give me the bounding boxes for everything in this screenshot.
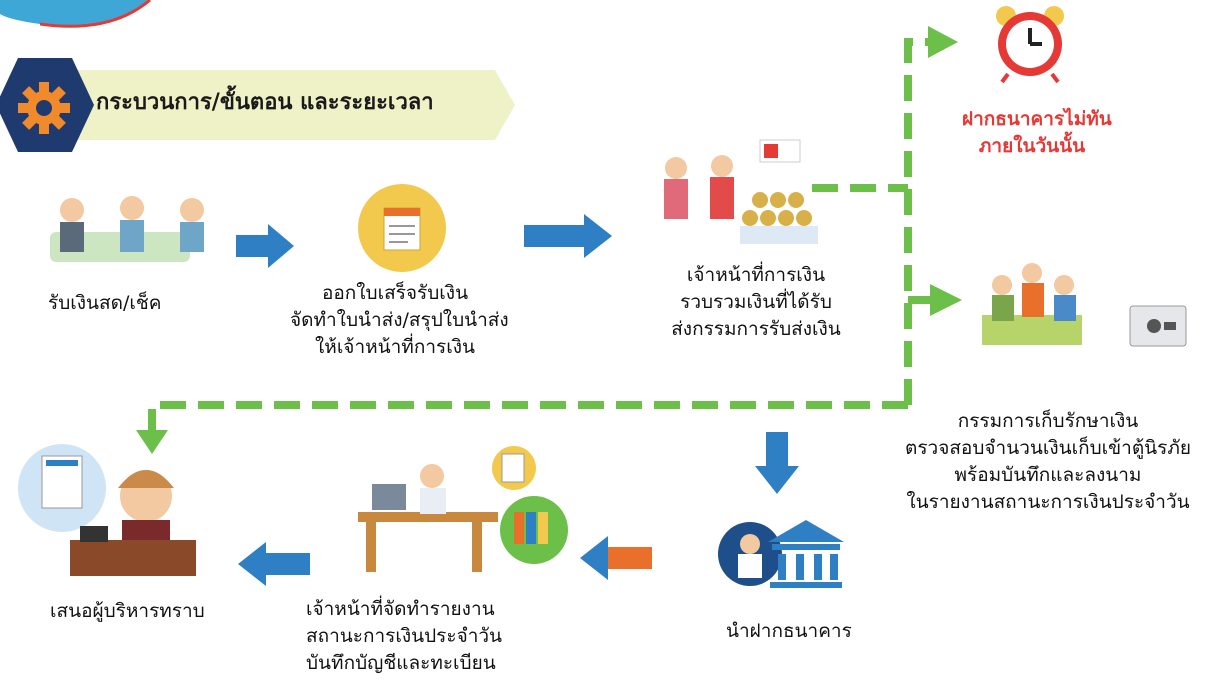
arrow-left-1 [580,536,652,580]
step-receipt-line-3: ให้เจ้าหน้าที่การเงิน [315,336,475,358]
step-report-label: เจ้าหน้าที่จัดทำรายงาน สถานะการเงินประจำ… [306,596,503,677]
step-committee-line-3: พร้อมบันทึกและลงนาม [954,464,1142,486]
staff-with-money-bags-illustration [664,139,818,244]
alarm-clock-icon [996,6,1064,84]
receipt-icon [358,184,446,272]
step-committee-label: กรรมการเก็บรักษาเงิน ตรวจสอบจำนวนเงินเก็… [888,408,1208,516]
step-late-line-2: ภายในวันนั้น [978,135,1086,157]
step-receipt-label: ออกใบเสร็จรับเงิน จัดทำใบนำส่ง/สรุปใบนำส… [290,280,509,361]
people-with-money-illustration [50,196,204,262]
step-collect-line-3: ส่งกรรมการรับส่งเงิน [671,318,841,340]
step-collect-label: เจ้าหน้าที่การเงิน รวบรวมเงินที่ได้รับ ส… [666,262,846,343]
step-collect-line-2: รวบรวมเงินที่ได้รับ [680,291,832,313]
step-receipt-line-2: จัดทำใบนำส่ง/สรุปใบนำส่ง [290,309,509,331]
step-report-line-1: เจ้าหน้าที่จัดทำรายงาน [306,598,495,620]
office-work-illustration [358,446,568,572]
page-title: กระบวนการ/ขั้นตอน และระยะเวลา [96,90,434,115]
step-receive-label: รับเงินสด/เช็ค [48,290,161,317]
step-deposit-line: นำฝากธนาคาร [726,620,852,642]
bank-icon [718,520,844,588]
step-report-line-3: บันทึกบัญชีและทะเบียน [306,652,496,674]
step-committee-line-2: ตรวจสอบจำนวนเงินเก็บเข้าตู้นิรภัย [904,437,1192,459]
corner-badge [0,0,151,28]
safe-icon [1129,305,1187,347]
step-present-line: เสนอผู้บริหารทราบ [50,600,205,622]
arrow-left-2 [238,542,310,586]
step-committee-line-4: ในรายงานสถานะการเงินประจำวัน [906,491,1190,513]
step-present-label: เสนอผู้บริหารทราบ [50,598,205,625]
step-deposit-label: นำฝากธนาคาร [726,618,852,645]
step-late-line-1: ฝากธนาคารไม่ทัน [962,108,1112,130]
step-report-line-2: สถานะการเงินประจำวัน [306,625,503,647]
meeting-illustration [982,263,1082,345]
step-collect-line-1: เจ้าหน้าที่การเงิน [686,264,826,286]
arrow-right-1 [236,224,294,268]
arrow-down [755,432,799,494]
step-receipt-line-1: ออกใบเสร็จรับเงิน [321,282,469,304]
step-receive-line: รับเงินสด/เช็ค [48,292,162,314]
arrow-right-2 [524,214,612,258]
executive-illustration [18,444,196,576]
gear-icon [18,82,70,134]
step-committee-line-1: กรรมการเก็บรักษาเงิน [957,410,1139,432]
step-late-label: ฝากธนาคารไม่ทัน ภายในวันนั้น [962,106,1112,160]
